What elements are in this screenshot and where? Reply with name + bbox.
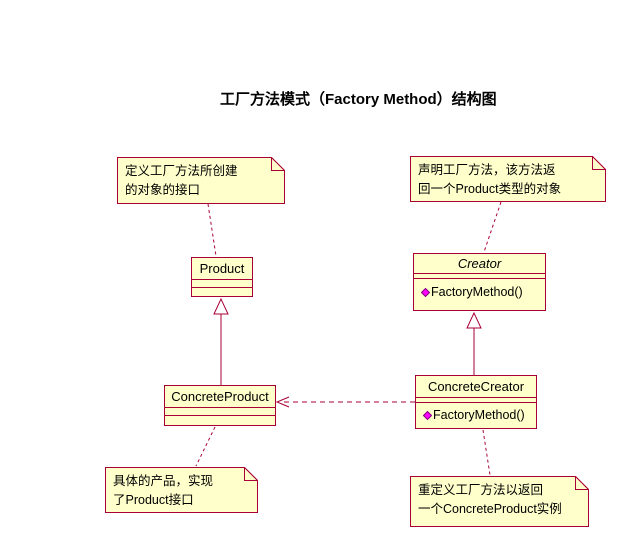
class-attributes-compartment — [416, 398, 536, 403]
note-concrete-creator[interactable]: 重定义工厂方法以返回 一个ConcreteProduct实例 — [410, 476, 589, 527]
class-creator[interactable]: Creator FactoryMethod() — [413, 253, 546, 311]
class-operations-compartment: FactoryMethod() — [416, 403, 536, 428]
operation-diamond-icon — [423, 411, 432, 420]
anchor-note-creator[interactable] — [483, 201, 502, 253]
operation-row: FactoryMethod() — [416, 408, 536, 423]
class-name: ConcreteProduct — [165, 386, 275, 408]
class-attributes-compartment — [165, 408, 275, 416]
class-operations-compartment: FactoryMethod() — [414, 279, 545, 310]
dependency-arrowhead-icon — [275, 396, 290, 408]
operation-row: FactoryMethod() — [414, 285, 545, 300]
note-creator[interactable]: 声明工厂方法，该方法返 回一个Product类型的对象 — [410, 156, 606, 202]
anchor-note-product[interactable] — [207, 203, 217, 257]
note-fold-corner-icon — [592, 156, 606, 170]
generalization-triangle-icon — [466, 311, 482, 329]
note-shape — [410, 156, 606, 202]
note-concrete-product[interactable]: 具体的产品，实现 了Product接口 — [105, 467, 258, 513]
note-fold-corner-icon — [271, 157, 285, 171]
note-text: 重定义工厂方法以返回 一个ConcreteProduct实例 — [418, 483, 562, 516]
generalization-triangle-icon — [213, 297, 229, 315]
class-name: Product — [192, 258, 252, 280]
class-operations-compartment — [192, 288, 252, 296]
note-fold-corner-icon — [575, 476, 589, 490]
note-shape — [105, 467, 258, 513]
anchor-note-concrete-product[interactable] — [195, 426, 216, 467]
operation-label: FactoryMethod() — [431, 285, 523, 299]
class-name: ConcreteCreator — [416, 376, 536, 398]
note-text: 具体的产品，实现 了Product接口 — [113, 474, 214, 507]
class-attributes-compartment — [414, 274, 545, 279]
class-product[interactable]: Product — [191, 257, 253, 297]
anchor-note-concrete-creator[interactable] — [482, 429, 491, 476]
diagram-title[interactable]: 工厂方法模式（Factory Method）结构图 — [220, 91, 497, 108]
note-shape — [117, 157, 285, 204]
dependency-concretecreator-concreteproduct[interactable] — [275, 396, 415, 408]
note-text: 声明工厂方法，该方法返 回一个Product类型的对象 — [418, 163, 562, 196]
note-text: 定义工厂方法所创建 的对象的接口 — [125, 164, 238, 197]
generalization-concretecreator-creator[interactable] — [466, 311, 482, 375]
class-operations-compartment — [165, 416, 275, 425]
class-concrete-creator[interactable]: ConcreteCreator FactoryMethod() — [415, 375, 537, 429]
class-name: Creator — [414, 254, 545, 274]
class-attributes-compartment — [192, 280, 252, 288]
operation-diamond-icon — [421, 288, 430, 297]
operation-label: FactoryMethod() — [433, 408, 525, 422]
note-fold-corner-icon — [244, 467, 258, 481]
note-product[interactable]: 定义工厂方法所创建 的对象的接口 — [117, 157, 285, 204]
note-shape — [410, 476, 589, 527]
class-concrete-product[interactable]: ConcreteProduct — [164, 385, 276, 426]
generalization-concreteproduct-product[interactable] — [213, 297, 229, 385]
